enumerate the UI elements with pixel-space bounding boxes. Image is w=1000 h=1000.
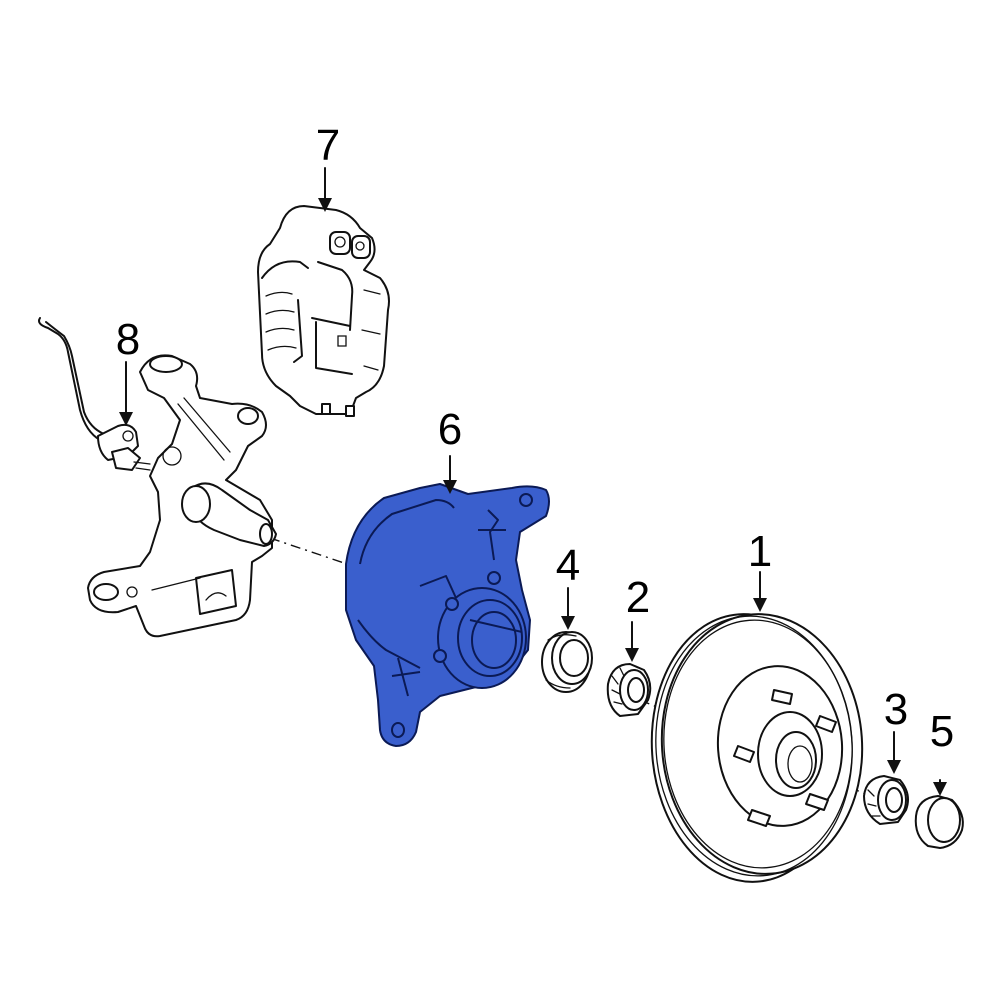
- callout-2: 2: [626, 573, 650, 622]
- steering-knuckle: [87, 354, 277, 638]
- callout-1: 1: [748, 527, 772, 576]
- part-2-inner-bearing[interactable]: [606, 663, 652, 717]
- callout-4: 4: [556, 541, 580, 590]
- callout-arrows: [119, 167, 947, 796]
- wheel-studs: [733, 689, 837, 827]
- callout-6: 6: [438, 405, 462, 454]
- part-6-splash-shield[interactable]: [345, 483, 550, 747]
- callout-3: 3: [884, 685, 908, 734]
- part-7-brake-caliper[interactable]: [257, 205, 390, 417]
- callout-7: 7: [316, 121, 340, 170]
- callout-8: 8: [116, 315, 140, 364]
- part-5-dust-cap[interactable]: [914, 795, 964, 849]
- part-1-brake-rotor[interactable]: [643, 607, 871, 888]
- part-3-outer-bearing[interactable]: [863, 775, 909, 825]
- callout-5: 5: [930, 707, 954, 756]
- axis-centerline: [269, 537, 351, 566]
- part-8-wheel-speed-sensor[interactable]: [38, 317, 151, 471]
- part-4-grease-seal[interactable]: [541, 631, 593, 693]
